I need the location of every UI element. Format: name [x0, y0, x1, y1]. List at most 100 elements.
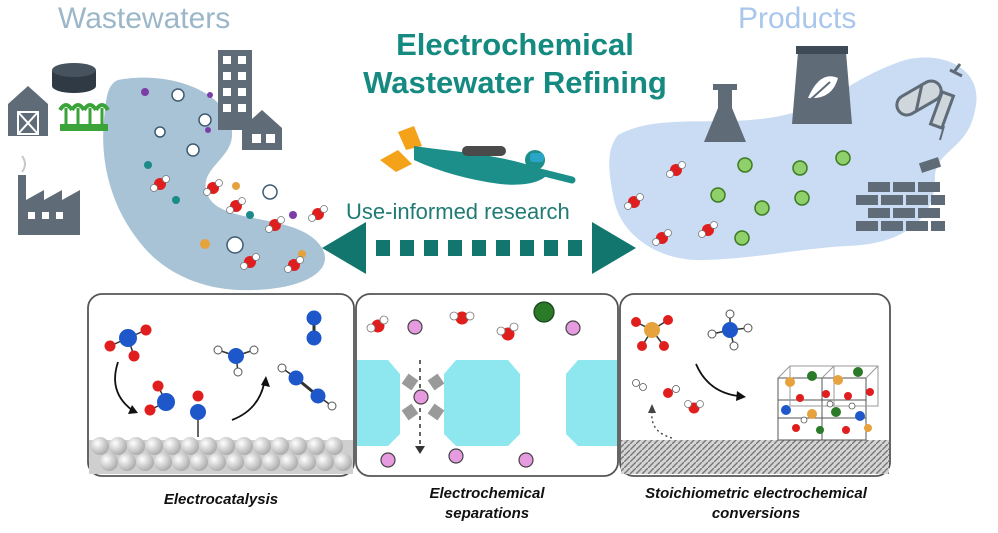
particle	[141, 88, 149, 96]
nitrogen-hydride-molecule	[277, 363, 337, 411]
caption-line: Electrochemical	[429, 485, 545, 502]
bricks-icon	[856, 157, 945, 231]
reaction-arrow	[695, 363, 739, 397]
particle	[226, 236, 244, 254]
water-molecule	[496, 322, 519, 341]
particle	[262, 184, 278, 200]
nitrite-molecule	[144, 380, 175, 416]
arrowhead-right	[592, 222, 636, 274]
hydrogen-molecule	[632, 379, 647, 391]
water-molecule	[366, 315, 389, 333]
particle	[198, 113, 212, 127]
water-molecule	[150, 175, 170, 192]
wastewater-particles	[141, 88, 306, 258]
green-ion	[835, 150, 851, 166]
pink-ion	[380, 452, 396, 468]
flask-icon	[704, 84, 746, 142]
water-molecule	[308, 205, 328, 222]
fertilizer-bag-icon	[792, 46, 852, 124]
ammonium-molecule	[707, 309, 753, 351]
water-molecule	[265, 216, 285, 233]
particle	[246, 211, 254, 219]
water-molecule	[666, 161, 686, 178]
water-molecule	[226, 197, 246, 214]
particle	[232, 182, 240, 190]
pink-ion	[413, 389, 429, 405]
particle	[289, 211, 297, 219]
wastewater-water-molecules	[150, 175, 328, 273]
barn-icon	[8, 86, 48, 136]
green-ion	[710, 187, 726, 203]
product-green-ions	[710, 150, 851, 246]
particle	[171, 88, 185, 102]
title-line-1: Electrochemical	[396, 27, 634, 62]
green-ion	[754, 200, 770, 216]
diver-icon	[380, 126, 576, 185]
particle	[154, 126, 166, 138]
caption-line: separations	[444, 505, 530, 522]
water-molecule	[203, 179, 223, 196]
particle	[207, 92, 213, 98]
crops-icon	[58, 103, 110, 131]
product-water-molecules	[624, 161, 718, 246]
green-ion	[737, 157, 753, 173]
phosphate-molecule	[631, 315, 673, 351]
green-ion	[794, 190, 810, 206]
crystal-lattice	[777, 365, 879, 441]
surface-atoms	[91, 437, 352, 471]
nitrogen-molecule	[306, 310, 322, 346]
panel-electrocatalysis	[87, 293, 355, 477]
title-line-2: Wastewater Refining	[363, 65, 667, 100]
office-building-icon	[218, 50, 252, 130]
factory-icon	[18, 155, 80, 235]
caption-line: conversions	[711, 505, 801, 522]
water-molecule	[624, 193, 644, 210]
caption-electrocatalysis: Electrocatalysis	[88, 490, 354, 510]
electrode-surface	[621, 440, 889, 474]
tank-icon	[52, 63, 96, 93]
adsorbed-no-molecule	[190, 390, 206, 437]
caption-stoichiometric-conversions: Stoichiometric electrochemical conversio…	[606, 484, 906, 524]
green-ion-large	[533, 301, 555, 323]
caption-line: Stoichiometric electrochemical	[645, 485, 867, 502]
pink-ion	[518, 452, 534, 468]
membrane-center	[444, 360, 520, 446]
pink-ion	[565, 320, 581, 336]
caption-electrochemical-separations: Electrochemical separations	[356, 484, 618, 524]
membrane-left	[357, 360, 400, 446]
particle	[186, 143, 200, 157]
pink-ion	[448, 448, 464, 464]
water-molecule	[449, 311, 475, 325]
pink-ion	[407, 319, 423, 335]
wastewaters-label: Wastewaters	[58, 2, 231, 35]
water-molecule	[284, 256, 304, 273]
panel-electrochemical-separations	[355, 293, 619, 477]
medicine-capsule-icon	[895, 79, 943, 117]
green-ion	[792, 160, 808, 176]
caption-line: Electrocatalysis	[163, 491, 279, 508]
house-icon	[242, 110, 282, 150]
particle	[172, 196, 180, 204]
particle	[200, 239, 210, 249]
particle	[144, 161, 152, 169]
reaction-arrow	[231, 383, 265, 421]
arrowhead-left	[322, 222, 366, 274]
hydroxide-molecule	[663, 385, 680, 398]
diagram-title: Electrochemical Wastewater Refining	[300, 26, 730, 102]
water-molecule	[240, 253, 260, 270]
products-label: Products	[738, 2, 857, 35]
membrane-right	[566, 360, 617, 446]
ammonia-molecule	[213, 345, 259, 377]
use-informed-research-arrow	[322, 222, 636, 274]
water-molecule	[652, 229, 672, 246]
reaction-arrow	[114, 361, 133, 411]
particle	[298, 250, 306, 258]
syringe-icon	[928, 63, 963, 141]
green-ion	[734, 230, 750, 246]
panel-stoichiometric-conversions	[619, 293, 891, 477]
nitrate-molecule	[104, 324, 152, 362]
particle	[205, 127, 211, 133]
water-molecule	[698, 221, 718, 238]
use-informed-research-label: Use-informed research	[346, 199, 570, 224]
